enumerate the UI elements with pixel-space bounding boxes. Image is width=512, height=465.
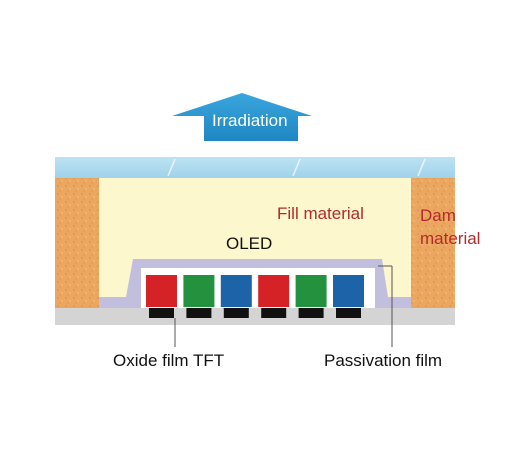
oxide-tft — [336, 308, 361, 318]
oxide-tft — [223, 308, 249, 318]
oxide-film-tft-label: Oxide film TFT — [113, 351, 225, 370]
oled-label: OLED — [226, 234, 273, 253]
fill-material-label: Fill material — [277, 204, 364, 223]
substrate-layer — [55, 308, 455, 325]
oled-pixel-row — [146, 275, 364, 307]
oxide-tft — [149, 308, 174, 318]
dam-material-label-line2: material — [420, 229, 481, 248]
oxide-tft-row — [149, 308, 361, 318]
oxide-tft — [186, 308, 212, 318]
oled-pixel-red — [146, 275, 177, 307]
oxide-tft — [261, 308, 287, 318]
glass-cover — [55, 157, 455, 178]
dam-material-label: Dam material — [420, 204, 480, 250]
passivation-film-label: Passivation film — [324, 351, 443, 370]
dam-material-left — [55, 178, 99, 308]
oxide-tft — [298, 308, 324, 318]
oled-pixel-green — [295, 275, 327, 307]
oled-pixel-blue — [220, 275, 252, 307]
dam-material-label-line1: Dam — [420, 206, 456, 225]
oled-pixel-red — [258, 275, 290, 307]
dam-material-right — [411, 178, 455, 308]
oled-pixel-blue — [333, 275, 364, 307]
oled-pixel-green — [183, 275, 215, 307]
irradiation-label: Irradiation — [212, 111, 288, 130]
irradiation-arrow — [172, 93, 312, 141]
